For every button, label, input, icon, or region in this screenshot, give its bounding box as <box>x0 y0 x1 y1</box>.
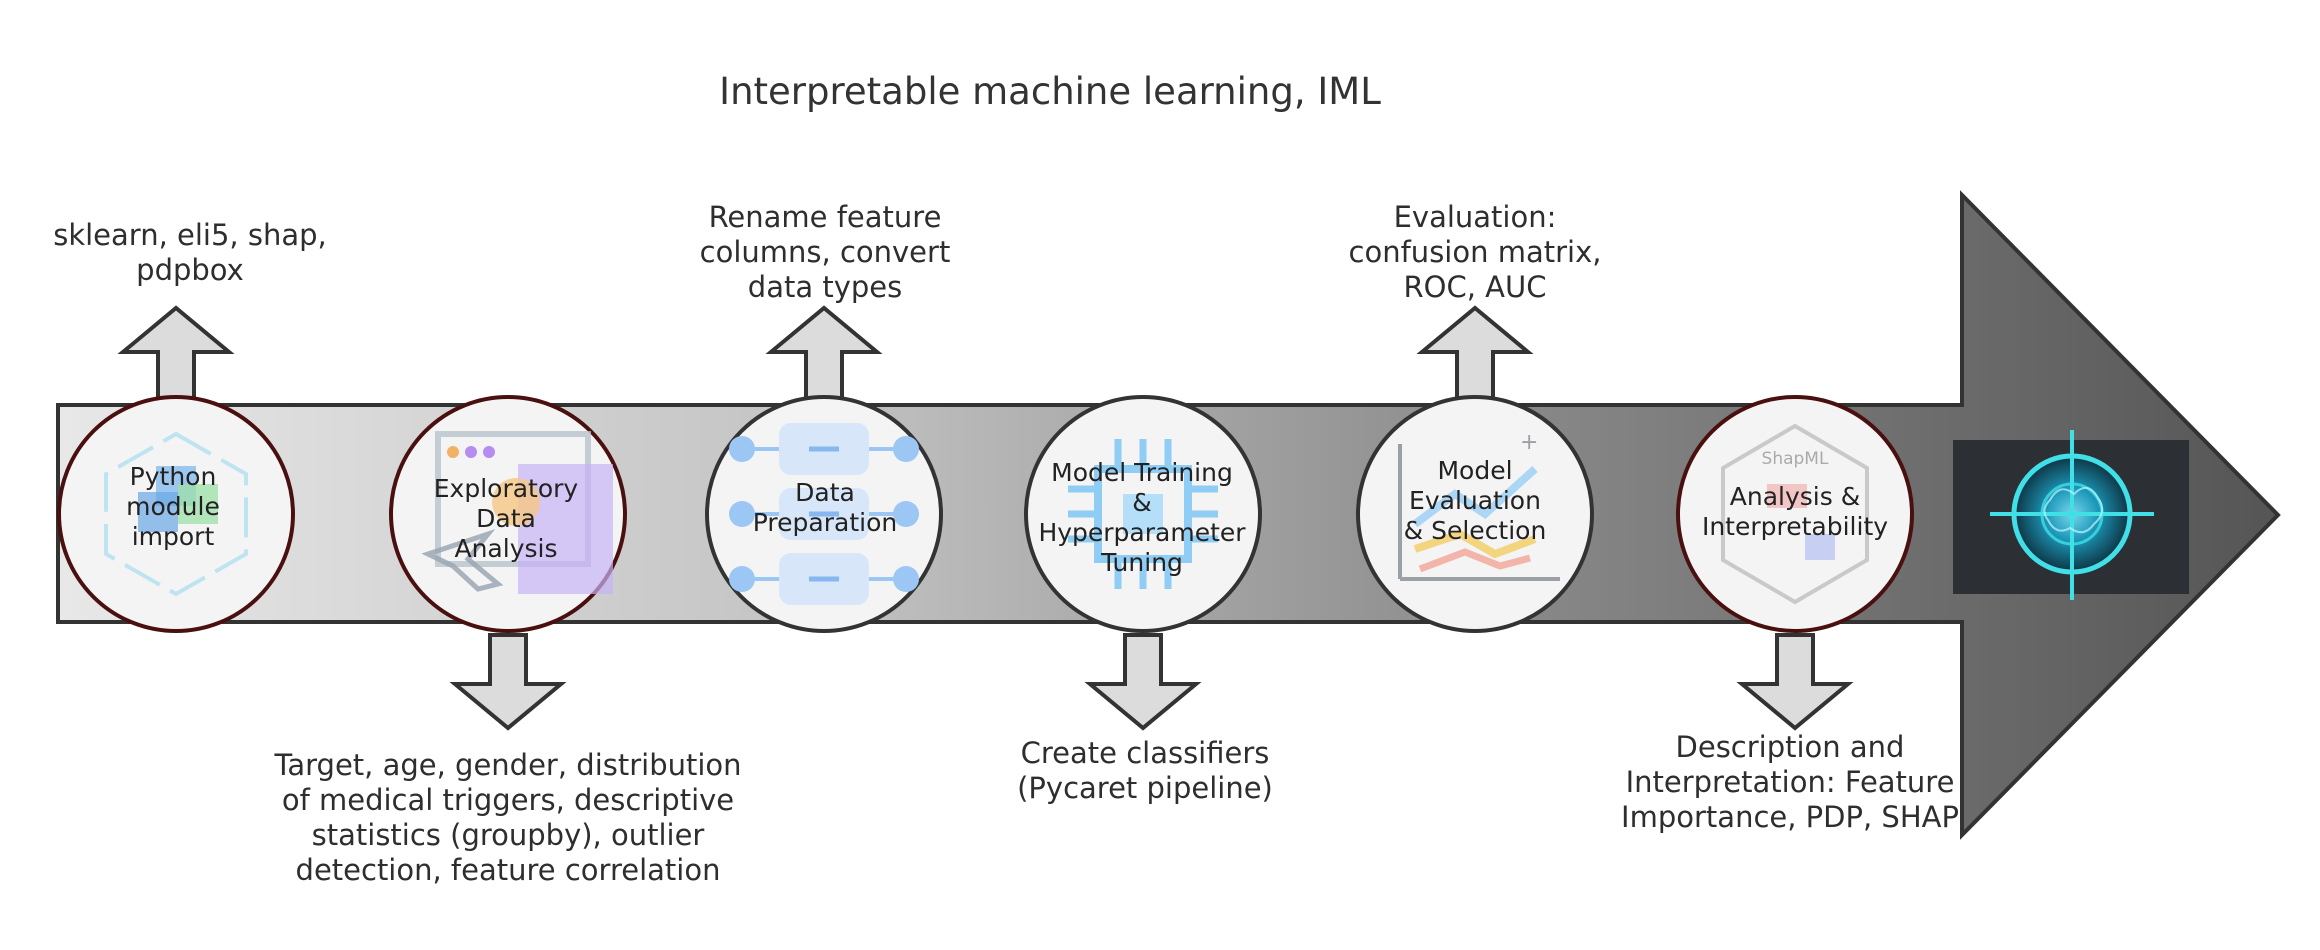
step-node-2 <box>389 395 627 633</box>
connector-arrow-top <box>1416 305 1534 402</box>
step-circle <box>1676 395 1914 633</box>
step-node-3 <box>705 395 943 633</box>
chart-window-icon <box>421 431 613 594</box>
ai-brain-target-icon <box>1953 430 2189 600</box>
step-circle <box>1356 395 1594 633</box>
pipeline-icon <box>729 423 919 605</box>
connector-arrow-top <box>117 305 235 402</box>
trend-chart-icon: + <box>1398 430 1560 581</box>
connector-arrow-top <box>765 305 883 402</box>
shapml-hexagon-icon: ShapML <box>1721 423 1869 605</box>
connector-arrow-bottom <box>1084 633 1202 731</box>
annotation-model-training: Create classifiers(Pycaret pipeline) <box>1017 736 1273 805</box>
connector-arrow-bottom <box>449 633 567 731</box>
step-node-6: ShapML <box>1676 395 1914 633</box>
diagram-title: Interpretable machine learning, IML <box>719 70 1381 113</box>
step-node-5: + <box>1356 395 1594 633</box>
annotation-model-evaluation: Evaluation:confusion matrix,ROC, AUC <box>1348 200 1602 304</box>
svg-text:+: + <box>1520 430 1538 455</box>
step-node-4 <box>1024 395 1262 633</box>
annotation-python-import: sklearn, eli5, shap,pdpbox <box>53 218 327 287</box>
step-label-analysis-interpretability: Analysis &Interpretability <box>1701 482 1889 541</box>
step-node-1 <box>57 395 295 633</box>
shapml-badge: ShapML <box>1762 449 1829 469</box>
cube-icon <box>104 431 248 597</box>
chip-icon <box>1068 439 1218 589</box>
connector-arrow-bottom <box>1736 633 1854 731</box>
